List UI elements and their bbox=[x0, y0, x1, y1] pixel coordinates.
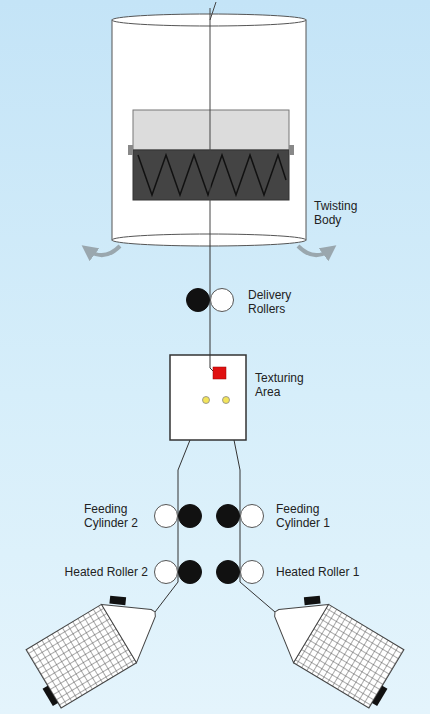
part-label: Heated Roller 1 bbox=[276, 565, 396, 579]
part-label: Twisting Body bbox=[314, 199, 388, 227]
zigzag-wind bbox=[138, 155, 286, 195]
package-clip bbox=[304, 596, 321, 606]
package-cone bbox=[101, 583, 172, 663]
spindle bbox=[210, 2, 216, 240]
roller-black bbox=[187, 289, 210, 312]
rotation-arrow bbox=[88, 246, 120, 255]
roller-white bbox=[155, 561, 178, 584]
package-clip bbox=[372, 686, 387, 706]
yarn-guide bbox=[203, 397, 210, 404]
roller-white bbox=[241, 561, 264, 584]
texturing-box bbox=[170, 355, 246, 440]
holder-tab bbox=[289, 145, 294, 155]
cylinder-top bbox=[112, 14, 306, 26]
supply-package bbox=[19, 580, 172, 711]
roller-black bbox=[179, 561, 202, 584]
roller-black bbox=[179, 505, 202, 528]
yarn-wind bbox=[133, 150, 289, 200]
roller-black bbox=[217, 561, 240, 584]
roller-white bbox=[155, 505, 178, 528]
roller-white bbox=[241, 505, 264, 528]
supply-package bbox=[257, 580, 410, 711]
part-label: Delivery Rollers bbox=[248, 288, 322, 316]
part-label: Texturing Area bbox=[255, 371, 329, 399]
spindle-head bbox=[133, 110, 289, 150]
package-clip bbox=[109, 596, 126, 606]
part-label: Feeding Cylinder 2 bbox=[84, 502, 154, 530]
cylinder-bottom bbox=[112, 234, 306, 246]
roller-black bbox=[217, 505, 240, 528]
roller-white bbox=[211, 289, 234, 312]
holder-tab bbox=[128, 145, 133, 155]
false-twist-unit bbox=[213, 367, 226, 379]
twisting-body bbox=[112, 2, 306, 246]
rotation-arrow bbox=[298, 246, 330, 255]
part-label: Feeding Cylinder 1 bbox=[276, 502, 356, 530]
package-clip bbox=[43, 686, 58, 706]
cylinder-body bbox=[112, 20, 306, 240]
package-cone bbox=[257, 583, 328, 663]
yarn-guide bbox=[223, 397, 230, 404]
part-label: Heated Roller 2 bbox=[30, 565, 148, 579]
